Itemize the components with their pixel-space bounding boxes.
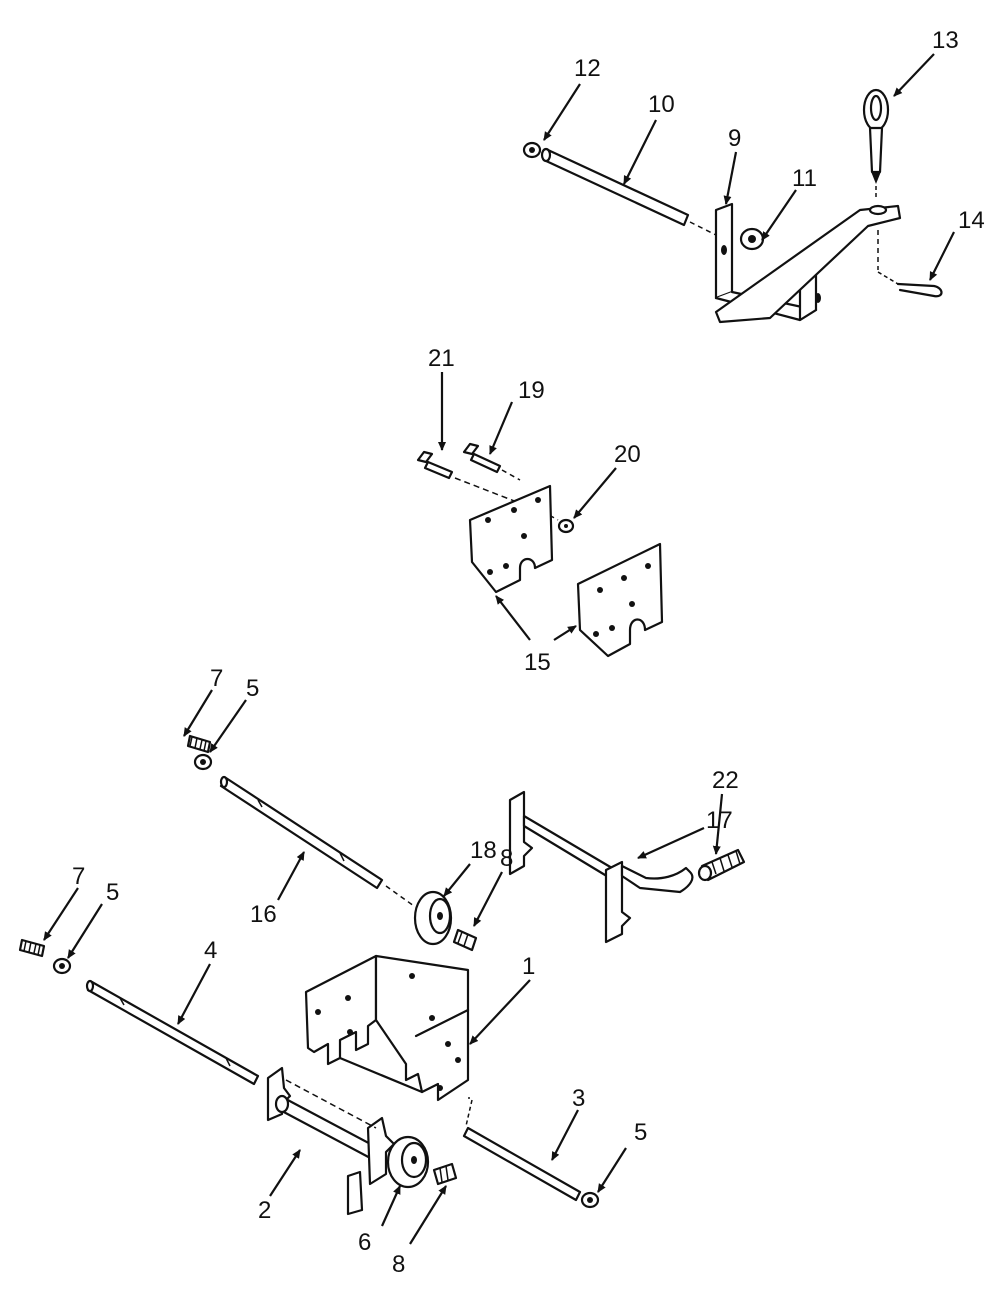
part-5-nut-upper <box>193 753 213 771</box>
callout-16: 16 <box>250 901 277 928</box>
callout-10: 10 <box>648 91 675 118</box>
callout-7-upper: 7 <box>210 665 223 692</box>
part-6-pulley <box>386 1135 430 1189</box>
part-2-lever <box>266 1066 396 1216</box>
callout-3: 3 <box>572 1085 585 1112</box>
part-22-grip <box>697 848 746 882</box>
part-15-plate-b <box>576 542 664 658</box>
plate-assembly <box>416 442 664 658</box>
part-7-spring-upper <box>186 734 212 754</box>
callout-5-upper: 5 <box>246 675 259 702</box>
callout-8-upper: 8 <box>500 845 513 872</box>
callout-17: 17 <box>706 807 733 834</box>
callout-19: 19 <box>518 377 545 404</box>
callout-14: 14 <box>958 207 985 234</box>
part-21-bolt <box>416 450 454 480</box>
lower-assembly <box>18 938 600 1216</box>
part-17-handle <box>508 790 694 944</box>
leader-lines <box>43 53 955 1245</box>
part-19-bolt <box>462 442 502 474</box>
part-18-pulley <box>413 890 453 946</box>
part-4-rod <box>85 979 260 1086</box>
part-16-rod <box>219 775 415 907</box>
callout-1: 1 <box>522 953 535 980</box>
part-9-hitch-bar <box>714 202 902 324</box>
callout-9: 9 <box>728 125 741 152</box>
part-14-hair-pin <box>877 230 943 298</box>
callout-15: 15 <box>524 649 551 676</box>
callout-8-lower: 8 <box>392 1251 405 1278</box>
part-11-bushing <box>739 227 765 251</box>
part-12-nut <box>522 141 542 159</box>
part-20-nut <box>557 518 575 534</box>
part-7-spring-lower <box>18 938 46 958</box>
callout-6: 6 <box>358 1229 371 1256</box>
part-8-nut-lower <box>432 1162 458 1186</box>
callout-7-lower: 7 <box>72 863 85 890</box>
callout-22: 22 <box>712 767 739 794</box>
callout-5-lower-right: 5 <box>634 1119 647 1146</box>
part-1-bracket <box>304 954 470 1102</box>
upper-rod-assembly <box>186 734 746 952</box>
callout-13: 13 <box>932 27 959 54</box>
part-10-pin <box>540 147 719 237</box>
part-3-rod <box>462 1097 582 1202</box>
callout-5-lower-left: 5 <box>106 879 119 906</box>
part-13-ring-pin <box>862 88 890 200</box>
callout-21: 21 <box>428 345 455 372</box>
callout-2: 2 <box>258 1197 271 1224</box>
callout-11: 11 <box>792 165 817 192</box>
part-15-plate-a <box>468 484 554 594</box>
callout-20: 20 <box>614 441 641 468</box>
part-8-nut-upper <box>452 928 478 952</box>
hitch-assembly <box>522 88 943 324</box>
callout-12: 12 <box>574 55 601 82</box>
callout-18: 18 <box>470 837 497 864</box>
callout-4: 4 <box>204 937 217 964</box>
part-5-nut-lower-left <box>52 957 72 975</box>
callout-labels: 12 10 9 11 13 14 21 19 20 15 7 5 16 18 8… <box>72 27 985 1278</box>
part-5-nut-lower-right <box>580 1191 600 1209</box>
